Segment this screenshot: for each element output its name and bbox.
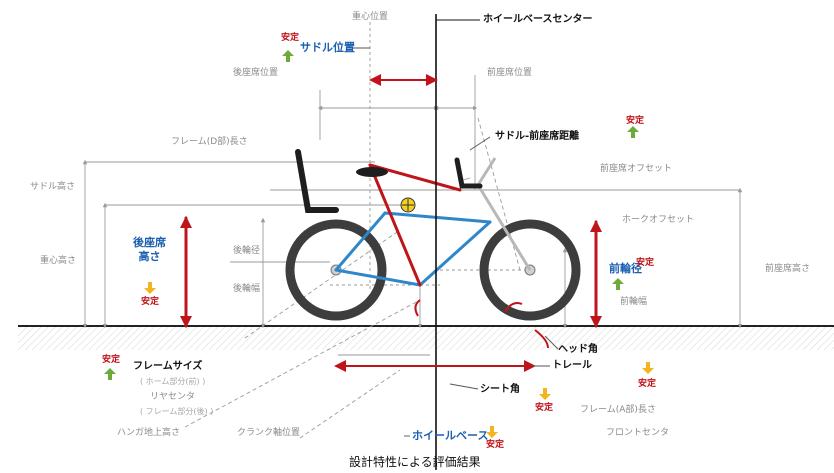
label-frame-d-length: フレーム(D部)長さ — [171, 137, 248, 147]
rear-wheel — [285, 219, 387, 321]
label-stable: 安定 — [626, 116, 645, 126]
label-stable: 安定 — [102, 355, 121, 365]
ground-hatch — [18, 326, 834, 350]
front-seat — [454, 157, 483, 189]
frame-blue — [334, 211, 492, 287]
label-cg-height: 重心高さ — [40, 256, 77, 266]
rear-seat — [295, 149, 339, 213]
leader-lines — [352, 47, 559, 437]
label-frame-size: フレームサイズ — [133, 361, 203, 372]
label-stable: 安定 — [486, 440, 505, 450]
label-rear-center-sub: ( フレーム部分(後) ) — [140, 407, 214, 416]
label-front-wheel-diameter: 前輪径 — [609, 262, 642, 275]
label-front-wheel-width: 前輪幅 — [620, 297, 648, 307]
diagram-caption: 設計特性による評価結果 — [349, 455, 481, 469]
label-stable: 安定 — [636, 258, 655, 268]
label-wheelbase-center: ホイールベースセンター — [483, 14, 593, 25]
label-front-seat-offset: 前座席オフセット — [600, 164, 673, 174]
dimension-lines — [82, 22, 743, 439]
label-cg-position: 重心位置 — [352, 12, 389, 22]
red-dimension-arrows — [180, 74, 602, 372]
label-rear-seat-height: 後座席 高さ — [133, 236, 166, 263]
label-rear-seat-position: 後座席位置 — [233, 68, 279, 78]
label-frame-a-length: フレーム(A部)長さ — [580, 405, 656, 415]
stable-down-arrows — [144, 282, 654, 438]
stable-up-arrows — [104, 50, 639, 380]
label-saddle-front-seat-distance: サドル-前座席距離 — [495, 131, 580, 142]
label-rear-wheel-diameter: 後輪径 — [233, 246, 261, 256]
label-stable: 安定 — [141, 297, 160, 307]
cg-marker — [400, 197, 416, 213]
label-fork-offset: ホークオフセット — [622, 215, 695, 225]
label-frame-size-sub: ( ホーム部分(前) ) — [140, 377, 206, 386]
label-bb-height: ハンガ地上高さ — [117, 428, 181, 438]
label-stable: 安定 — [535, 403, 554, 413]
front-wheel — [479, 219, 581, 321]
saddle — [356, 167, 388, 177]
label-front-seat-position: 前座席位置 — [487, 68, 533, 78]
label-stable: 安定 — [281, 33, 300, 43]
label-head-angle: ヘッド角 — [558, 344, 598, 355]
label-rear-wheel-width: 後輪幅 — [233, 284, 261, 294]
label-wheelbase: ホイールベース — [412, 429, 489, 442]
label-saddle-position: サドル位置 — [300, 41, 355, 54]
label-trail: トレール — [552, 360, 592, 371]
label-crank-axle-position: クランク軸位置 — [237, 428, 301, 438]
label-saddle-height: サドル高さ — [30, 182, 76, 192]
fork — [476, 157, 532, 271]
label-seat-angle: シート角 — [480, 384, 520, 395]
label-front-seat-height: 前座席高さ — [765, 264, 811, 274]
label-rear-center: リヤセンタ — [150, 392, 196, 402]
label-stable: 安定 — [638, 379, 657, 389]
label-front-center: フロントセンタ — [606, 428, 670, 438]
